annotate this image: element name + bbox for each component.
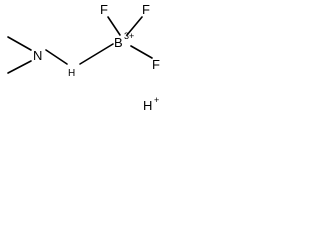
- atom-carbon-hydrogen: H: [68, 68, 75, 79]
- proton-label: H: [143, 98, 152, 113]
- structure-canvas: N H B 3+ F F F H +: [0, 0, 170, 117]
- molecule-structure: N H B 3+ F F F H +: [7, 2, 160, 113]
- boron-charge: 3+: [124, 31, 134, 41]
- atom-fluorine-top-left: F: [100, 2, 108, 17]
- bond-n-ch: [45, 49, 68, 65]
- bond-b-f-right: [130, 45, 153, 59]
- atom-fluorine-right: F: [152, 57, 160, 72]
- bond-b-f-top-left: [107, 16, 121, 36]
- proton-charge: +: [154, 95, 159, 105]
- atom-fluorine-top-right: F: [142, 2, 150, 17]
- bond-methyl2-n: [7, 60, 32, 74]
- bond-ch-b: [79, 43, 114, 65]
- bond-methyl1-n: [7, 36, 32, 51]
- atom-nitrogen: N: [33, 48, 42, 63]
- bond-b-f-top-right: [126, 16, 143, 36]
- atom-boron: B: [114, 35, 123, 50]
